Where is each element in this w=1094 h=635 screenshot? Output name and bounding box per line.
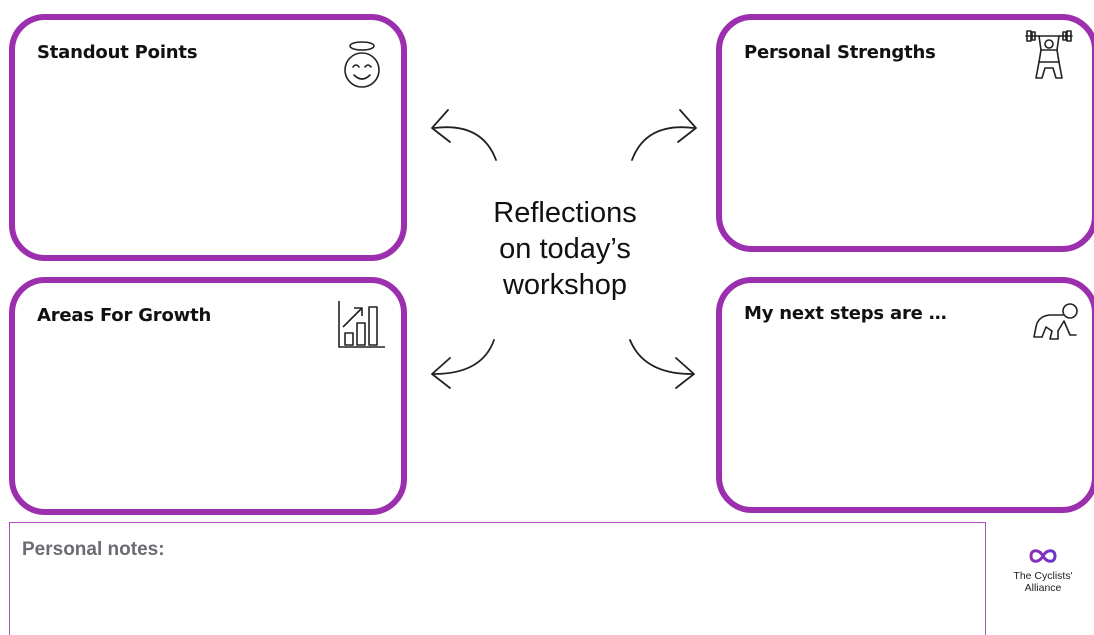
arrow-down-left-icon <box>431 339 495 389</box>
bar-growth-chart-icon <box>335 297 389 351</box>
personal-strengths-card[interactable]: Personal Strengths <box>716 14 1094 252</box>
weightlifter-icon <box>1022 28 1076 82</box>
crawling-baby-icon <box>1028 297 1082 351</box>
personal-notes-label: Personal notes: <box>22 539 165 560</box>
arrow-up-right-icon <box>631 109 697 161</box>
arrow-down-right-icon <box>629 339 695 389</box>
cyclists-alliance-logo: The Cyclists' Alliance <box>1003 546 1083 616</box>
areas-for-growth-title: Areas For Growth <box>37 305 212 326</box>
center-title: Reflections on today’s workshop <box>440 195 690 303</box>
personal-notes-field[interactable]: Personal notes: <box>9 522 986 635</box>
logo-text: The Cyclists' Alliance <box>1003 570 1083 594</box>
smiling-halo-face-icon <box>335 38 389 92</box>
center-title-line-2: on today’s <box>499 233 631 265</box>
standout-points-title: Standout Points <box>37 42 198 63</box>
areas-for-growth-card[interactable]: Areas For Growth <box>9 277 407 515</box>
standout-points-card[interactable]: Standout Points <box>9 14 407 261</box>
logo-line-2: Alliance <box>1024 582 1062 594</box>
center-title-line-1: Reflections <box>493 197 637 229</box>
next-steps-title: My next steps are … <box>744 303 947 324</box>
center-title-line-3: workshop <box>502 269 628 301</box>
logo-line-1: The Cyclists' <box>1013 570 1073 582</box>
personal-strengths-title: Personal Strengths <box>744 42 936 63</box>
arrow-up-left-icon <box>431 109 497 161</box>
next-steps-card[interactable]: My next steps are … <box>716 277 1094 513</box>
infinity-loop-icon <box>1029 549 1057 563</box>
